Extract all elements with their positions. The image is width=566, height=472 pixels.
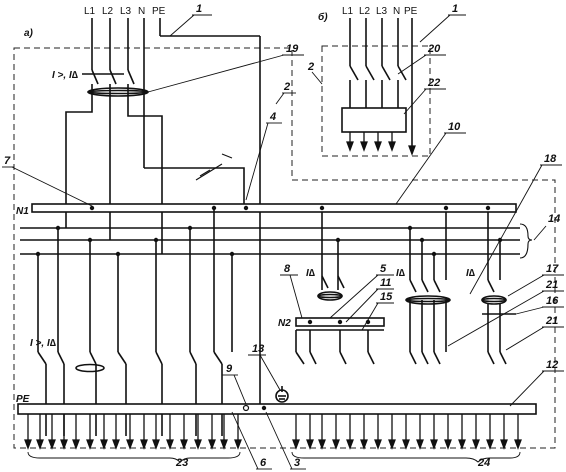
panel-a-phase-labels: L1 L2 L3 N PE — [84, 6, 166, 17]
callout-6: 6 — [260, 457, 267, 469]
callout-2b: 2 — [307, 61, 314, 73]
enclosure-b-dashed — [321, 45, 431, 157]
phase-pe-b: PE — [404, 6, 418, 17]
phase-pe-a: PE — [152, 6, 166, 17]
phase-n-a: N — [138, 6, 145, 17]
rcd-group-3: I∆ — [466, 212, 507, 305]
output-arrows — [24, 414, 522, 450]
panel-a-outputs — [45, 364, 223, 436]
callout-8: 8 — [284, 263, 291, 275]
callout-11: 11 — [380, 277, 391, 289]
panel-b-conductors — [349, 18, 413, 148]
rcd-1-label: I∆ — [306, 268, 315, 279]
callout-3: 3 — [294, 457, 300, 469]
junction-dots — [35, 205, 503, 411]
phase-n-b: N — [393, 6, 400, 17]
callout-10: 10 — [448, 121, 461, 133]
panel-b-label: б) — [318, 11, 328, 23]
callout-12: 12 — [546, 359, 558, 371]
main-breaker-a: I >, I∆ — [52, 69, 149, 100]
callout-18: 18 — [544, 153, 557, 165]
callout-7: 7 — [4, 155, 11, 167]
earth-ground-symbol — [275, 386, 289, 403]
callout-4: 4 — [269, 111, 276, 123]
phase-l3-a: L3 — [120, 6, 132, 17]
busbar-n1-label: N1 — [16, 206, 29, 217]
feeder-breaker-label: I >, I∆ — [30, 338, 56, 349]
panel-a-label: а) — [24, 28, 34, 39]
rcd-group-1: I∆ — [306, 212, 345, 301]
phase-l2-a: L2 — [102, 6, 114, 17]
busbar-pe — [17, 403, 537, 415]
panel-b-phase-labels: L1 L2 L3 N PE — [342, 6, 418, 17]
panel-a-feeder-switches — [37, 351, 223, 365]
panel-a-right-switches — [295, 300, 516, 365]
phase-l1-b: L1 — [342, 6, 354, 17]
phase-l1-a: L1 — [84, 6, 96, 17]
phase-l2-b: L2 — [359, 6, 371, 17]
callout-21b: 21 — [545, 315, 558, 327]
callout-17: 17 — [546, 263, 559, 275]
rcd-3-label: I∆ — [466, 268, 475, 279]
phase-bus-brace — [519, 223, 533, 259]
callout-19: 19 — [286, 43, 299, 55]
panel-b-output-arrows — [346, 132, 416, 156]
callout-21a: 21 — [545, 279, 558, 291]
callout-13: 13 — [252, 343, 264, 355]
enclosure-a-dashed — [13, 47, 556, 449]
callout-2a: 2 — [283, 81, 290, 93]
rcd-group-2: I∆ — [396, 212, 451, 305]
panel-b-device-block — [341, 107, 407, 133]
callout-1a: 1 — [196, 3, 202, 15]
panel-a-feeders — [37, 208, 233, 352]
callout-5: 5 — [380, 263, 387, 275]
feed-to-busbars — [65, 100, 245, 254]
callout-9: 9 — [226, 363, 233, 375]
incoming-conductors-a — [91, 18, 261, 404]
callout-1b: 1 — [452, 3, 458, 15]
callouts: 1 1 2 2 4 10 19 20 22 7 18 14 8 5 11 15 — [2, 3, 564, 470]
feeder-rcd-ring — [75, 363, 105, 373]
main-breaker-label: I >, I∆ — [52, 70, 78, 81]
callout-22: 22 — [427, 77, 440, 89]
busbar-n2-label: N2 — [278, 318, 291, 329]
callout-16: 16 — [546, 295, 559, 307]
pe-n-joint — [242, 404, 250, 412]
callout-14: 14 — [548, 213, 560, 225]
callout-20: 20 — [427, 43, 441, 55]
phase-l3-b: L3 — [376, 6, 388, 17]
busbar-pe-label: PE — [16, 394, 30, 405]
callout-15: 15 — [380, 291, 393, 303]
rcd-2-label: I∆ — [396, 268, 405, 279]
busbar-n1 — [31, 203, 517, 213]
callout-23: 23 — [175, 457, 188, 469]
